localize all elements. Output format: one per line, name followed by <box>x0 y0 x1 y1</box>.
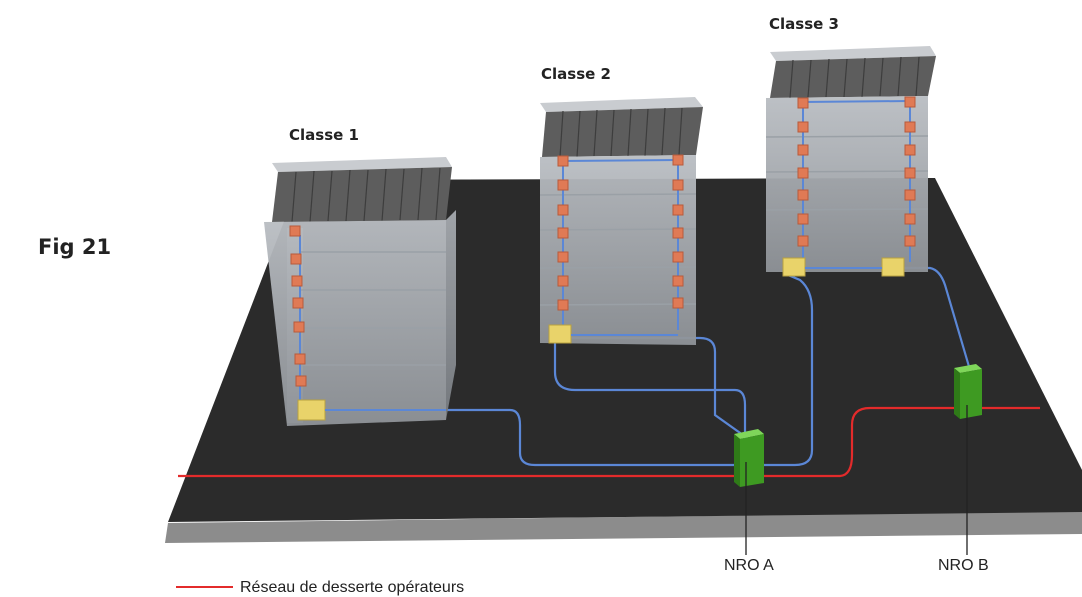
fiber-link-classe2-b <box>570 336 751 441</box>
building-label-classe-2: Classe 2 <box>541 65 611 83</box>
figure-label: Fig 21 <box>38 235 111 259</box>
distribution-box <box>297 399 326 421</box>
legend-label: Réseau de desserte opérateurs <box>240 579 464 596</box>
roof-ribs <box>789 56 920 99</box>
node-label-nro-a: NRO A <box>724 557 774 574</box>
building-label-classe-1: Classe 1 <box>289 126 359 144</box>
outlet-column <box>289 225 307 387</box>
fiber-links <box>325 266 972 467</box>
building-classe-1 <box>264 157 456 426</box>
building-classe-2 <box>539 97 703 345</box>
node-label-nro-b: NRO B <box>938 557 989 574</box>
roof-ribs <box>291 167 441 223</box>
outlet-column <box>557 154 684 311</box>
roof-ribs <box>559 107 683 158</box>
fiber-link-classe2-a <box>553 342 747 440</box>
outlet-column <box>797 96 916 247</box>
fiber-link-classe3-a <box>760 273 814 467</box>
fiber-link-classe3-b <box>900 266 972 371</box>
nro-b-cabinet <box>954 364 982 555</box>
nro-a-cabinet <box>734 429 764 555</box>
building-classe-3 <box>765 46 936 277</box>
operator-network-line <box>178 406 1040 478</box>
fiber-link-classe1 <box>325 408 746 467</box>
legend: Réseau de desserte opérateurs <box>176 579 464 596</box>
distribution-box <box>782 257 806 277</box>
distribution-box <box>881 257 905 277</box>
distribution-box <box>548 324 572 344</box>
building-label-classe-3: Classe 3 <box>769 15 839 33</box>
